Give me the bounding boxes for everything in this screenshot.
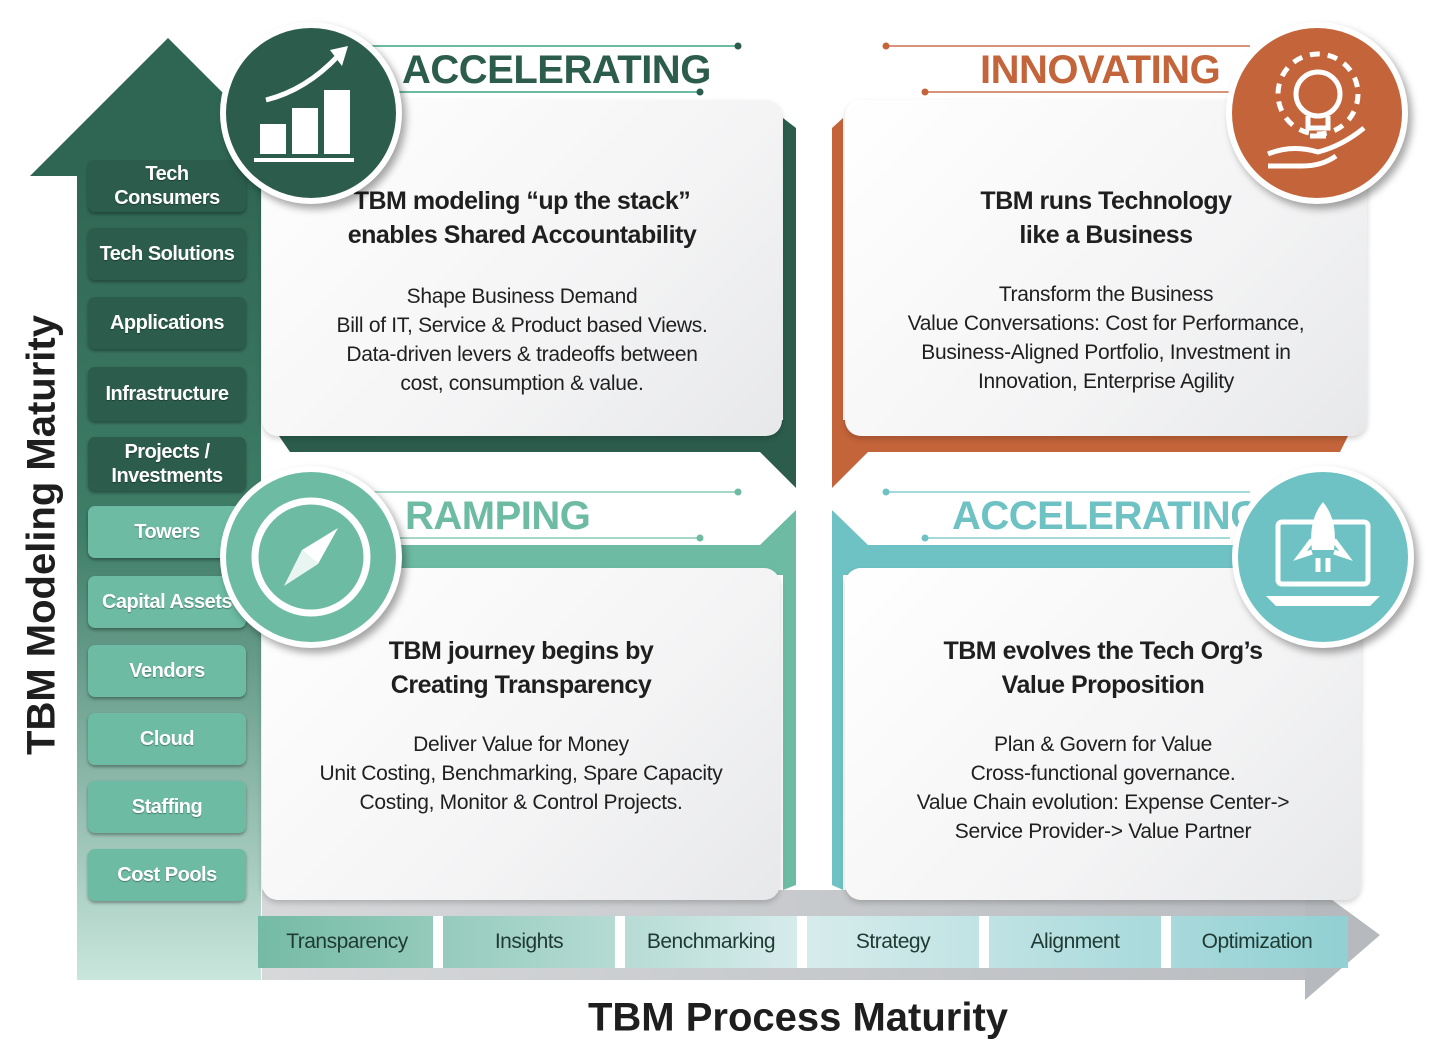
card-top-right: TBM runs Technology like a Business Tran… <box>845 100 1367 436</box>
quadrant-icon-bottom-right <box>1232 466 1414 648</box>
stage-transparency: Transparency <box>286 930 408 953</box>
layer-capital-assets: Capital Assets <box>88 576 246 628</box>
card-description: Deliver Value for Money Unit Costing, Be… <box>319 733 723 814</box>
stage-dividers <box>433 916 1171 968</box>
quadrant-icon-top-left <box>220 22 402 204</box>
card-title: TBM journey begins by Creating Transpare… <box>388 637 654 699</box>
stage-benchmarking: Benchmarking <box>646 930 776 953</box>
card-title: TBM evolves the Tech Org’s Value Proposi… <box>943 637 1263 699</box>
layer-label: Capital Assets <box>101 591 233 613</box>
layer-infrastructure: Infrastructure <box>88 367 246 421</box>
layer-tech-consumers: Tech Consumers <box>88 160 246 212</box>
stage-insights: Insights <box>494 930 564 953</box>
layer-label: Vendors <box>129 660 205 682</box>
layer-label: Towers <box>134 521 200 543</box>
heading-ribbons <box>372 45 1250 539</box>
card-top-left: TBM modeling “up the stack” enables Shar… <box>262 100 782 436</box>
layer-label: Cloud <box>139 728 195 750</box>
layer-cost-pools: Cost Pools <box>88 849 246 901</box>
layer-label: Infrastructure <box>105 383 229 405</box>
layer-applications: Applications <box>88 297 246 349</box>
card-description: Shape Business Demand Bill of IT, Servic… <box>336 285 708 395</box>
layer-label: Applications <box>109 312 225 334</box>
stage-optimization: Optimization <box>1201 930 1313 953</box>
layer-label: Cost Pools <box>117 864 217 886</box>
x-axis-label: TBM Process Maturity <box>587 995 1009 1040</box>
layer-cloud: Cloud <box>88 713 246 765</box>
layer-towers: Towers <box>88 506 246 558</box>
layer-label: Projects / Investments <box>111 441 223 487</box>
layer-label: Staffing <box>131 796 203 818</box>
bar-chart-growth-icon <box>254 46 354 162</box>
lightbulb-gear-hand-icon <box>1267 51 1366 169</box>
quadrant-icon-bottom-left <box>220 466 402 648</box>
card-bottom-left: TBM journey begins by Creating Transpare… <box>262 568 780 900</box>
card-description: Transform the Business Value Conversatio… <box>907 283 1305 393</box>
layer-tech-solutions: Tech Solutions <box>88 228 246 280</box>
card-description: Plan & Govern for Value Cross-functional… <box>916 733 1290 843</box>
card-bottom-right: TBM evolves the Tech Org’s Value Proposi… <box>845 568 1361 900</box>
card-title: TBM modeling “up the stack” enables Shar… <box>347 187 697 249</box>
card-title: TBM runs Technology like a Business <box>980 187 1232 249</box>
quadrant-icon-top-right <box>1226 22 1408 204</box>
y-axis-label: TBM Modeling Maturity <box>19 315 64 755</box>
layer-projects-investments: Projects / Investments <box>88 437 246 491</box>
layer-staffing: Staffing <box>88 781 246 833</box>
ribbon-dots <box>696 42 929 542</box>
layer-vendors: Vendors <box>88 645 246 697</box>
rocket-laptop-icon <box>1266 502 1380 606</box>
stage-strategy: Strategy <box>855 930 931 953</box>
stage-alignment: Alignment <box>1030 930 1120 953</box>
layer-label: Tech Consumers <box>114 163 220 209</box>
heading-bottom-right: ACCELERATING <box>952 494 1261 538</box>
heading-bottom-left: RAMPING <box>405 494 591 538</box>
layer-label: Tech Solutions <box>99 243 235 265</box>
compass-icon <box>251 497 371 617</box>
heading-top-right: INNOVATING <box>980 48 1221 92</box>
heading-top-left: ACCELERATING <box>402 48 711 92</box>
